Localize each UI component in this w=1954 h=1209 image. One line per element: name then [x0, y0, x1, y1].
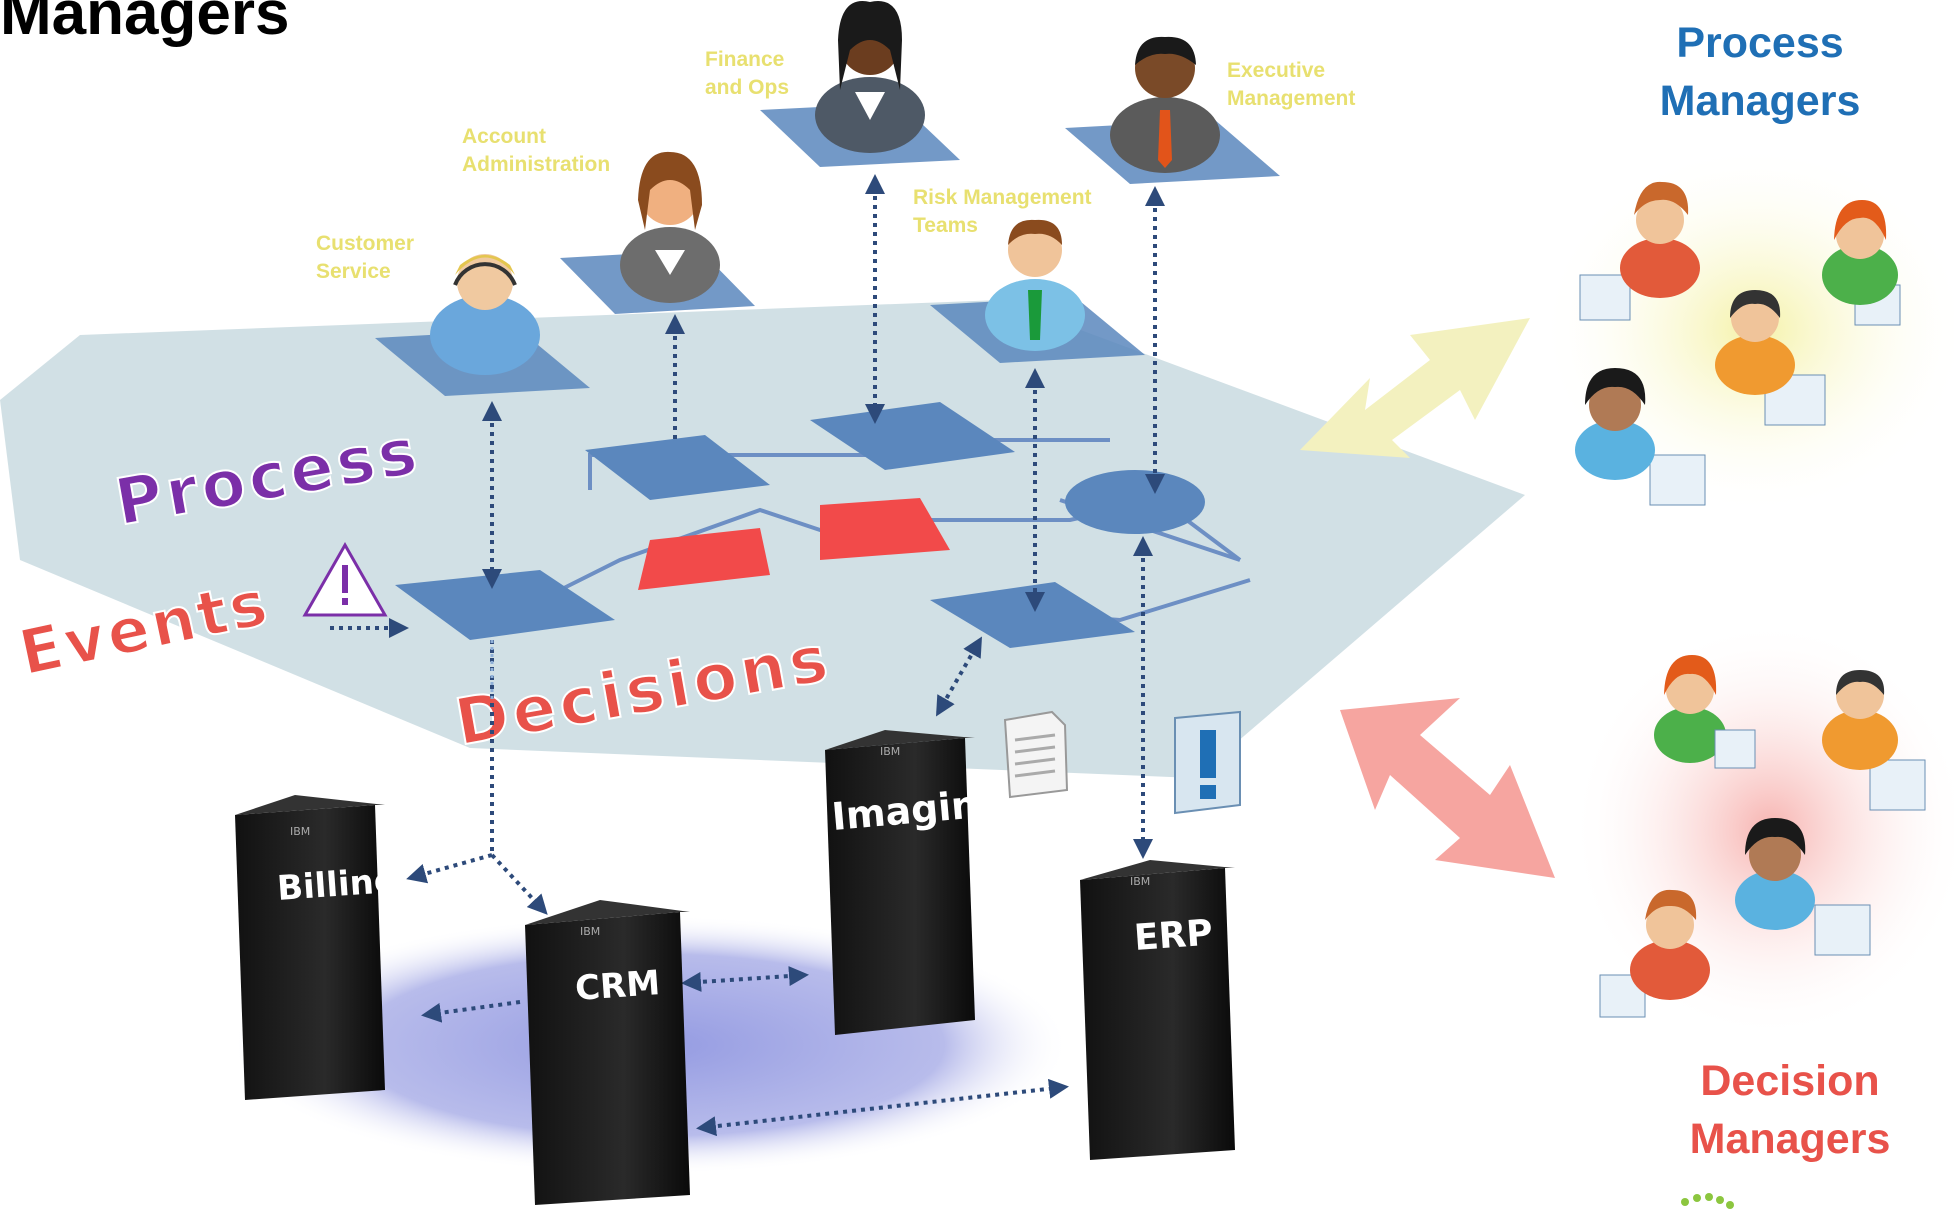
risk-person-icon	[985, 219, 1085, 351]
server-imaging: IBM Imaging	[825, 730, 1007, 1035]
role-label-account-admin: Account Administration	[462, 125, 611, 176]
decision-managers-arrow	[1340, 698, 1555, 878]
page-title: Managers	[0, 0, 290, 48]
vendor-logo-imaging: IBM	[880, 745, 900, 758]
process-managers-title: Process Managers	[1659, 19, 1861, 125]
server-label-erp: ERP	[1133, 913, 1214, 959]
server-label-crm: CRM	[574, 963, 662, 1009]
warning-triangle-icon	[302, 541, 388, 617]
decision-box-2	[820, 498, 950, 560]
customer-service-person-icon	[430, 254, 540, 375]
document-icon	[1003, 710, 1069, 799]
vendor-logo-erp: IBM	[1130, 875, 1150, 888]
task-box-risk	[930, 582, 1135, 648]
task-box-finance	[810, 402, 1015, 470]
exclamation-icon	[1174, 710, 1241, 815]
vendor-logo-billing: IBM	[290, 825, 310, 838]
server-crm: IBM CRM	[525, 900, 690, 1205]
server-billing: IBM Billing	[235, 795, 399, 1100]
task-box-customer	[395, 570, 615, 640]
account-admin-person-icon	[620, 151, 720, 303]
task-end-event	[1065, 470, 1205, 534]
role-label-customer-service: Customer Service	[316, 232, 415, 283]
connectors	[330, 174, 1165, 1137]
role-label-risk: Risk Management Teams	[913, 186, 1092, 237]
vendor-logo-crm: IBM	[580, 925, 600, 938]
server-label-billing: Billing	[276, 861, 400, 909]
finance-person-icon	[815, 1, 925, 153]
role-label-finance: Finance and Ops	[705, 48, 790, 99]
executive-person-icon	[1110, 36, 1220, 173]
decision-box-1	[638, 528, 770, 590]
task-box-account	[585, 435, 770, 500]
logo-dots-icon	[1681, 1193, 1734, 1209]
process-managers-people-icon	[1575, 181, 1901, 506]
process-managers-arrow	[1300, 318, 1530, 458]
decision-managers-people-icon	[1599, 655, 1926, 1018]
role-label-executive: Executive Management	[1227, 59, 1356, 110]
decision-managers-title: Decision Managers	[1689, 1057, 1891, 1163]
server-erp: IBM ERP	[1080, 860, 1235, 1160]
